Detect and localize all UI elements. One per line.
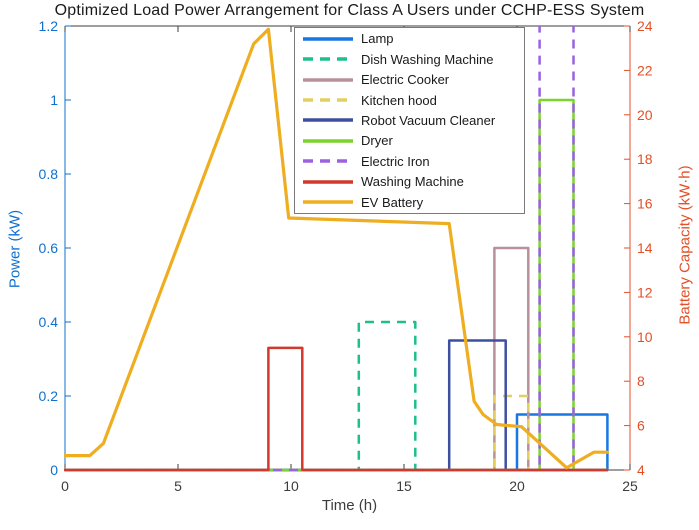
legend-label: Washing Machine [361,174,464,190]
legend-line-sample-robot-vacuum-cleaner [303,118,353,123]
x-tick-label: 10 [283,478,299,494]
legend-item-kitchen-hood: Kitchen hood [303,91,524,110]
legend-line-sample-electric-cooker [303,77,353,82]
series-line-kitchen-hood [65,394,608,472]
y-right-tick-label: 14 [637,240,653,256]
y-right-tick-label: 10 [637,329,653,345]
legend-line-sample-electric-iron [303,159,353,163]
legend-item-electric-iron: Electric Iron [303,152,524,171]
y-right-tick-label: 18 [637,151,653,167]
legend-line-sample-dish-washing-machine [303,57,353,61]
y-left-tick-label: 0.6 [39,240,59,256]
y-axis-label-right: Battery Capacity (kW·h) [676,165,694,325]
series-line-washing-machine [64,346,609,472]
y-left-tick-label: 0.8 [39,166,59,182]
x-tick-label: 5 [174,478,182,494]
legend-line-sample-kitchen-hood [303,98,353,102]
legend-label: Kitchen hood [361,92,437,108]
legend-line-sample-ev-battery [303,200,353,204]
series-line-robot-vacuum-cleaner [64,339,609,472]
legend-label: Robot Vacuum Cleaner [361,112,496,128]
y-right-tick-label: 20 [637,107,653,123]
legend-label: Electric Iron [361,153,430,169]
y-left-tick-label: 1 [50,92,58,108]
series-line-electric-cooker [64,246,609,472]
y-right-tick-label: 12 [637,284,653,300]
series-line-ev-battery [64,27,610,470]
x-tick-label: 20 [509,478,525,494]
x-axis-label: Time (h) [321,497,378,514]
legend-item-ev-battery: EV Battery [303,193,524,212]
y-right-tick-label: 22 [637,62,653,78]
y-left-tick-label: 0.2 [39,388,59,404]
legend-label: Lamp [361,31,394,47]
x-tick-label: 0 [61,478,69,494]
legend-line-sample-lamp [303,37,353,41]
y-left-tick-label: 0 [50,462,58,478]
legend-item-dish-washing-machine: Dish Washing Machine [303,50,524,69]
y-right-tick-label: 16 [637,196,653,212]
legend-item-electric-cooker: Electric Cooker [303,70,524,89]
y-left-tick-label: 0.4 [39,314,59,330]
legend-label: Dish Washing Machine [361,51,494,67]
legend-line-sample-washing-machine [303,179,353,184]
y-right-tick-label: 8 [637,373,645,389]
legend-line-sample-dryer [303,139,353,143]
legend-item-washing-machine: Washing Machine [303,172,524,191]
legend-label: Electric Cooker [361,72,450,88]
legend-item-robot-vacuum-cleaner: Robot Vacuum Cleaner [303,111,524,130]
series-line-lamp [64,413,609,472]
legend-item-lamp: Lamp [303,29,524,48]
x-tick-label: 15 [396,478,412,494]
y-right-tick-label: 4 [637,462,645,478]
chart-title: Optimized Load Power Arrangement for Cla… [54,2,645,19]
y-right-tick-label: 24 [637,18,653,34]
series-group [64,26,610,472]
y-left-tick-label: 1.2 [39,18,59,34]
legend-label: Dryer [361,133,393,149]
legend-item-dryer: Dryer [303,131,524,150]
y-right-tick-label: 6 [637,418,645,434]
x-tick-label: 25 [622,478,638,494]
legend-label: EV Battery [361,194,424,210]
y-axis-label-left: Power (kW) [6,209,24,289]
